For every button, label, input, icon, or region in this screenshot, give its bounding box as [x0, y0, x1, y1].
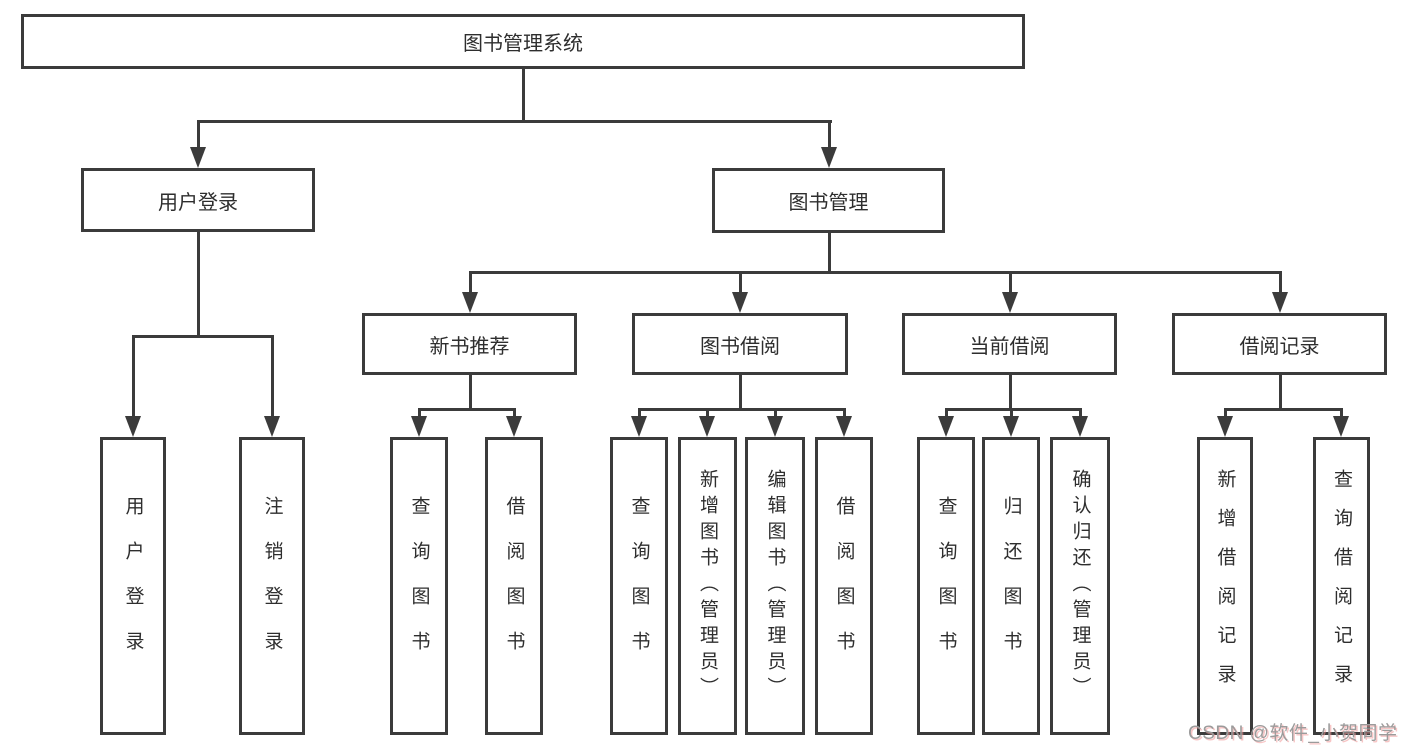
- arrowhead-icon: [836, 416, 852, 437]
- branch-node-book-management: 图书管理: [712, 168, 945, 233]
- connector-line: [417, 408, 516, 411]
- leaf-node-return-book: 归还图书: [982, 437, 1040, 735]
- arrowhead-icon: [938, 416, 954, 437]
- arrowhead-icon: [1003, 416, 1019, 437]
- arrowhead-icon: [732, 292, 748, 313]
- leaf-node-add-borrow-record: 新增借阅记录: [1197, 437, 1253, 735]
- branch-node-user-login: 用户登录: [81, 168, 315, 232]
- branch-node-book-borrow: 图书借阅: [632, 313, 848, 375]
- connector-line: [196, 120, 832, 123]
- arrowhead-icon: [821, 147, 837, 168]
- connector-line: [1009, 408, 1013, 418]
- connector-line: [468, 271, 1282, 274]
- arrowhead-icon: [1217, 416, 1233, 437]
- arrowhead-icon: [1002, 292, 1018, 313]
- arrowhead-icon: [767, 416, 783, 437]
- arrowhead-icon: [631, 416, 647, 437]
- leaf-node-query-book-current: 查询图书: [917, 437, 975, 735]
- arrowhead-icon: [264, 416, 280, 437]
- connector-line: [827, 233, 831, 271]
- connector-line: [1223, 408, 1227, 418]
- connector-line: [417, 408, 421, 418]
- connector-line: [1278, 375, 1282, 408]
- connector-line: [131, 335, 274, 338]
- connector-line: [1278, 271, 1282, 293]
- connector-line: [827, 120, 831, 148]
- connector-line: [270, 335, 274, 417]
- connector-line: [944, 408, 948, 418]
- connector-line: [1339, 408, 1343, 418]
- connector-line: [944, 408, 1082, 411]
- arrowhead-icon: [462, 292, 478, 313]
- arrowhead-icon: [506, 416, 522, 437]
- leaf-node-borrow-book: 借阅图书: [815, 437, 873, 735]
- branch-node-current-borrow: 当前借阅: [902, 313, 1117, 375]
- leaf-node-query-borrow-record: 查询借阅记录: [1313, 437, 1370, 735]
- connector-line: [738, 375, 742, 408]
- arrowhead-icon: [699, 416, 715, 437]
- arrowhead-icon: [1072, 416, 1088, 437]
- leaf-node-borrow-book-recommend: 借阅图书: [485, 437, 543, 735]
- connector-line: [468, 271, 472, 293]
- connector-line: [1008, 271, 1012, 293]
- arrowhead-icon: [125, 416, 141, 437]
- connector-line: [1078, 408, 1082, 418]
- leaf-node-user-login: 用户登录: [100, 437, 166, 735]
- leaf-node-confirm-return-admin: 确认归还（管理员）: [1050, 437, 1110, 735]
- leaf-node-query-book-borrow: 查询图书: [610, 437, 668, 735]
- arrowhead-icon: [411, 416, 427, 437]
- connector-line: [521, 69, 525, 120]
- branch-node-borrow-record: 借阅记录: [1172, 313, 1387, 375]
- connector-line: [637, 408, 641, 418]
- leaf-node-edit-book-admin: 编辑图书（管理员）: [745, 437, 805, 735]
- arrowhead-icon: [1272, 292, 1288, 313]
- watermark: CSDN @软件_小贺同学: [1188, 723, 1398, 744]
- connector-line: [705, 408, 709, 418]
- branch-node-new-book-recommend: 新书推荐: [362, 313, 577, 375]
- connector-line: [738, 271, 742, 293]
- connector-line: [512, 408, 516, 418]
- connector-line: [196, 120, 200, 148]
- connector-line: [131, 335, 135, 417]
- leaf-node-logout: 注销登录: [239, 437, 305, 735]
- connector-line: [637, 408, 846, 411]
- connector-line: [773, 408, 777, 418]
- arrowhead-icon: [190, 147, 206, 168]
- connector-line: [842, 408, 846, 418]
- connector-line: [1223, 408, 1343, 411]
- leaf-node-add-book-admin: 新增图书（管理员）: [678, 437, 737, 735]
- connector-line: [196, 232, 200, 335]
- arrowhead-icon: [1333, 416, 1349, 437]
- connector-line: [1008, 375, 1012, 408]
- connector-line: [468, 375, 472, 408]
- leaf-node-query-book-recommend: 查询图书: [390, 437, 448, 735]
- root-node-library-management-system: 图书管理系统: [21, 14, 1025, 69]
